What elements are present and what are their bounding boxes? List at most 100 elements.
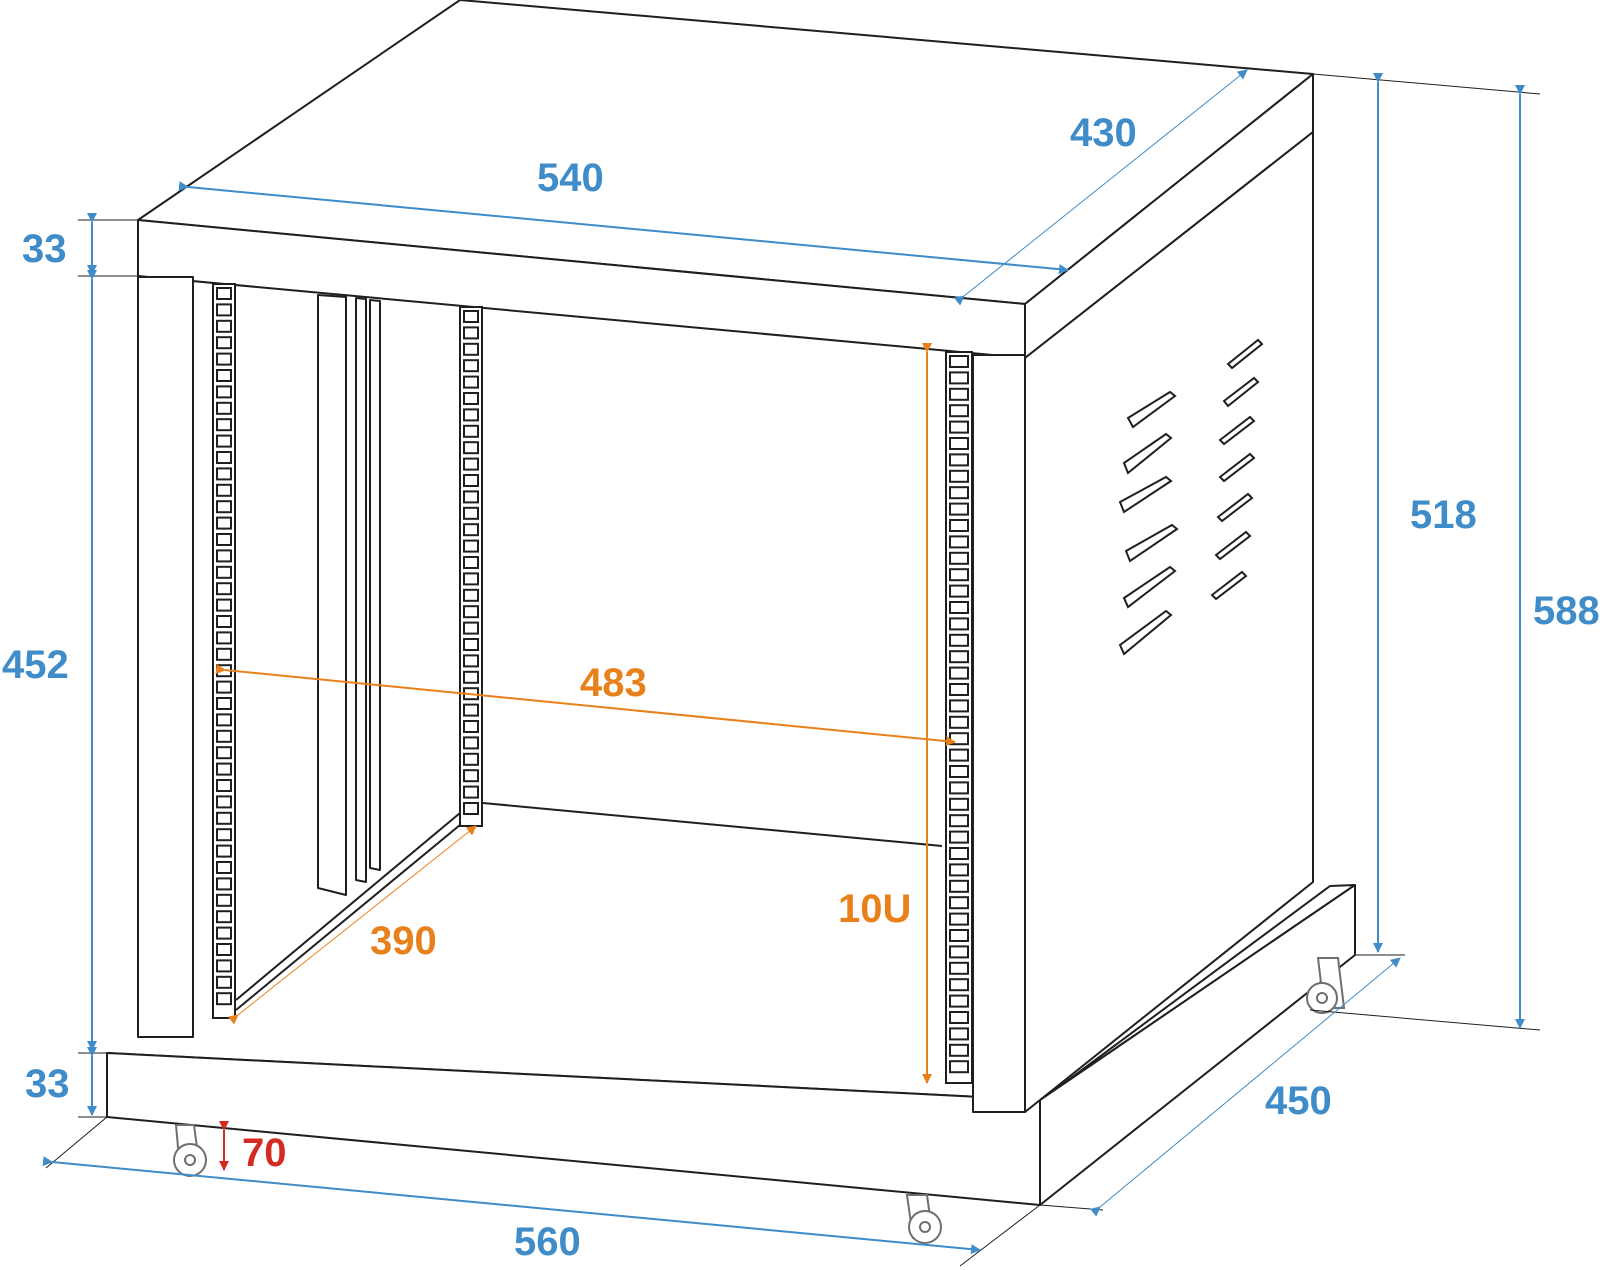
dim-line-430 xyxy=(953,69,1248,306)
rail-hole xyxy=(949,387,969,401)
rail-hole xyxy=(216,828,232,842)
rail-hole xyxy=(949,355,969,368)
rail-hole xyxy=(949,551,969,565)
rail-hole xyxy=(463,342,479,356)
rail-hole xyxy=(949,929,969,942)
rail-hole xyxy=(949,765,969,778)
rail-hole xyxy=(949,371,969,385)
rail-hole xyxy=(216,647,232,661)
rail-hole xyxy=(216,385,232,399)
rail-hole xyxy=(949,748,969,762)
rail-hole xyxy=(463,523,479,537)
rail-hole xyxy=(949,617,969,631)
rail-hole xyxy=(463,621,479,635)
rail-hole xyxy=(463,326,479,340)
rail-hole xyxy=(949,797,969,811)
rail-hole xyxy=(949,486,969,500)
back-floor-line xyxy=(482,802,943,847)
label-33-bottom: 33 xyxy=(25,1062,70,1106)
dimension-labels: 540 430 33 452 33 518 588 483 390 10U 70… xyxy=(2,111,1600,1264)
rail-hole xyxy=(216,992,232,1006)
rail-hole xyxy=(949,650,969,664)
label-430: 430 xyxy=(1070,111,1137,155)
dimension-lines xyxy=(42,69,1541,1267)
dim-line-483 xyxy=(215,664,956,747)
label-10u: 10U xyxy=(838,887,911,931)
vent-slots xyxy=(1118,338,1264,656)
rail-hole xyxy=(949,437,969,450)
rack-case xyxy=(106,0,1356,1206)
rear-panel-b xyxy=(355,297,367,883)
rail-hole xyxy=(216,631,232,645)
rail-hole xyxy=(949,879,969,893)
rail-hole xyxy=(216,500,232,514)
rail-hole xyxy=(216,336,232,350)
rail-hole xyxy=(949,404,969,418)
rail-hole xyxy=(216,287,232,300)
rail-hole xyxy=(216,434,232,448)
rail-hole xyxy=(216,713,232,727)
rail-hole xyxy=(463,785,479,799)
rail-hole xyxy=(949,699,969,713)
rail-hole xyxy=(949,715,969,729)
base-front-face xyxy=(106,1052,1041,1206)
dim-line-540 xyxy=(178,181,1069,275)
rail-hole xyxy=(216,959,232,973)
rail-hole xyxy=(463,506,479,520)
rail-hole xyxy=(949,469,969,483)
rail-hole xyxy=(216,401,232,415)
rail-hole xyxy=(949,978,969,992)
rail-hole xyxy=(216,451,232,464)
rail-hole xyxy=(216,565,232,579)
rail-hole xyxy=(949,781,969,795)
rail-hole xyxy=(216,303,232,317)
label-560: 560 xyxy=(514,1220,581,1264)
inner-floor-edge-2 xyxy=(235,807,467,1001)
rail-hole xyxy=(463,670,479,684)
rail-hole xyxy=(949,1043,969,1057)
rail-hole xyxy=(216,811,232,825)
rail-hole xyxy=(216,418,232,432)
rear-panel-c xyxy=(369,299,381,871)
rail-hole xyxy=(463,457,479,471)
rail-hole xyxy=(216,844,232,858)
caster-front-right xyxy=(905,1194,942,1244)
rail-hole xyxy=(463,392,479,405)
rail-hole xyxy=(949,847,969,860)
rail-hole xyxy=(463,474,479,487)
rail-hole xyxy=(949,535,969,549)
rail-hole xyxy=(216,483,232,497)
front-right-post xyxy=(972,354,1026,1113)
rail-hole xyxy=(463,556,479,569)
rail-hole xyxy=(463,359,479,373)
rail-hole xyxy=(949,994,969,1008)
rail-hole xyxy=(216,598,232,612)
rail-hole xyxy=(949,502,969,516)
rail-hole xyxy=(216,762,232,776)
rail-hole xyxy=(463,588,479,602)
rail-hole xyxy=(949,912,969,926)
rail-hole xyxy=(216,795,232,809)
rail-hole xyxy=(949,863,969,877)
label-518: 518 xyxy=(1410,493,1477,537)
dim-line-560 xyxy=(42,1156,981,1255)
rail-hole xyxy=(949,633,969,647)
rail-hole xyxy=(949,519,969,532)
rail-hole xyxy=(463,654,479,668)
rail-hole xyxy=(949,584,969,598)
rail-hole xyxy=(216,893,232,907)
rail-hole xyxy=(949,961,969,975)
label-588: 588 xyxy=(1533,589,1600,633)
rail-hole xyxy=(463,490,479,504)
rail-hole xyxy=(216,861,232,874)
rail-hole xyxy=(463,310,479,323)
rail-hole xyxy=(463,539,479,553)
rail-hole xyxy=(216,910,232,924)
rail-hole xyxy=(463,424,479,438)
rail-hole xyxy=(216,680,232,694)
rail-hole xyxy=(216,779,232,792)
rail-hole xyxy=(949,1027,969,1041)
rail-hole xyxy=(463,769,479,783)
rear-panel-a xyxy=(317,294,347,896)
label-450: 450 xyxy=(1265,1079,1332,1123)
